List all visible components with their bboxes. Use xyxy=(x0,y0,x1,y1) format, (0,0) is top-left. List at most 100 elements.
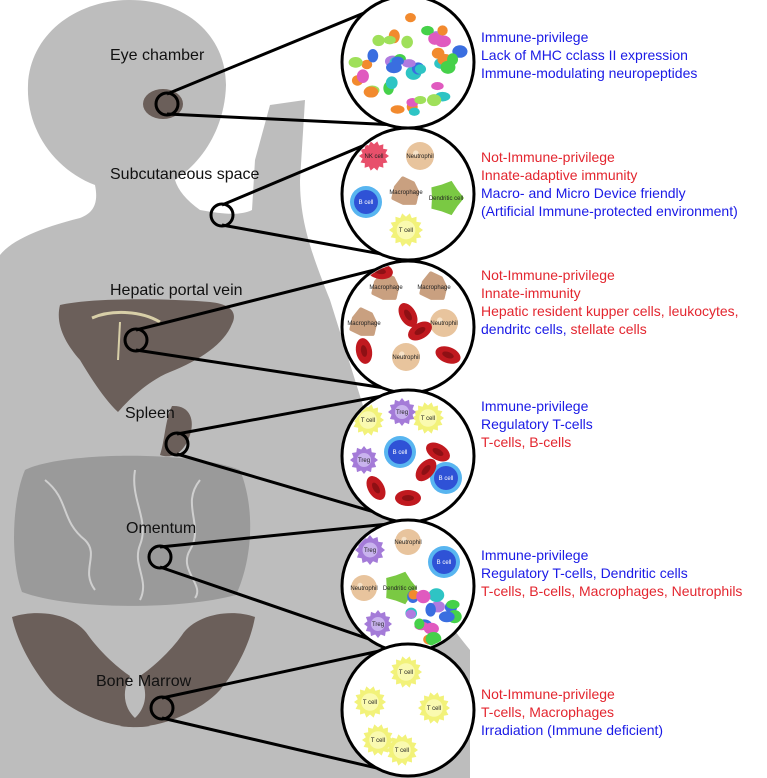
t-cell-label: T cell xyxy=(395,748,409,754)
description-line: Innate-adaptive immunity xyxy=(481,166,738,184)
description-line: T-cells, B-cells xyxy=(481,433,593,451)
b-cell: B cell xyxy=(428,546,460,578)
omentum-organ xyxy=(14,455,251,606)
connectors xyxy=(123,0,399,775)
description-line: Lack of MHC cclass II expression xyxy=(481,46,697,64)
particle xyxy=(367,49,379,63)
t-cell-label: T cell xyxy=(427,706,441,712)
connector-line xyxy=(166,0,399,96)
site-label-eye: Eye chamber xyxy=(110,47,205,64)
neutrophil: Neutrophil xyxy=(350,575,378,601)
b-cell: B cell xyxy=(350,186,382,218)
site-marker xyxy=(164,431,190,457)
macrophage-label: Macrophage xyxy=(389,190,423,196)
connector-line xyxy=(221,223,399,259)
description-text: Hepatic resident kupper cells, leukocyte… xyxy=(481,303,739,319)
connector-line xyxy=(159,565,399,651)
connector-line xyxy=(135,262,399,332)
b-cell-label: B cell xyxy=(393,450,408,456)
particle xyxy=(401,35,413,49)
particle xyxy=(434,35,451,48)
description-line: dendritc cells, stellate cells xyxy=(481,320,739,338)
particle xyxy=(437,25,448,36)
t-cell-label: T cell xyxy=(421,416,435,422)
treg-label: Treg xyxy=(364,548,376,554)
dendritic-cell: Dendritic cell xyxy=(429,180,464,216)
description-line: Not-Immune-privilege xyxy=(481,266,739,284)
description-text: Not-Immune-privilege xyxy=(481,686,615,702)
description-text: T-cells, B-cells xyxy=(481,434,572,450)
site-label-liver: Hepatic portal vein xyxy=(110,282,243,299)
particle xyxy=(425,602,436,617)
particle xyxy=(414,95,427,105)
description-line: Irradiation (Immune deficient) xyxy=(481,721,663,739)
t-cell: T cell xyxy=(390,656,422,688)
macrophage: Macrophage xyxy=(369,271,403,300)
connector-line xyxy=(161,645,399,700)
neutrophil: Neutrophil xyxy=(394,529,422,555)
particle xyxy=(431,82,444,91)
site-label-marrow: Bone Marrow xyxy=(96,673,192,690)
neutrophil: Neutrophil xyxy=(392,343,420,371)
particle xyxy=(414,618,425,630)
connector-line xyxy=(161,716,399,775)
red-blood-cell xyxy=(366,476,386,500)
description-line: Not-Immune-privilege xyxy=(481,148,738,166)
description-text: Not-Immune-privilege xyxy=(481,149,615,165)
red-blood-cell xyxy=(398,303,418,327)
b-cell-label: B cell xyxy=(359,200,374,206)
b-cell-label: B cell xyxy=(437,560,452,566)
particle xyxy=(427,94,442,107)
particle xyxy=(383,35,396,45)
description-line: Immune-privilege xyxy=(481,397,593,415)
t-cell: T cell xyxy=(418,692,450,724)
particle xyxy=(361,59,373,70)
red-blood-cell xyxy=(408,321,432,341)
red-blood-cell xyxy=(435,346,461,364)
t-cell: T cell xyxy=(389,213,423,247)
description-line: Immune-privilege xyxy=(481,28,697,46)
macrophage-label: Macrophage xyxy=(347,321,381,327)
t-cell-label: T cell xyxy=(399,670,413,676)
site-label-omentum: Omentum xyxy=(126,520,197,537)
description-line: T-cells, B-cells, Macrophages, Neutrophi… xyxy=(481,582,742,600)
description-text: Immune-privilege xyxy=(481,547,589,563)
site-marker xyxy=(147,544,173,570)
description-line: Hepatic resident kupper cells, leukocyte… xyxy=(481,302,739,320)
t-cell-label: T cell xyxy=(361,418,375,424)
site-marker xyxy=(209,202,235,228)
particle xyxy=(405,12,416,23)
macrophage: Macrophage xyxy=(347,307,381,336)
red-blood-cell xyxy=(426,442,450,462)
particle xyxy=(414,64,427,75)
neutrophil-label: Neutrophil xyxy=(350,586,377,592)
neutrophil: Neutrophil xyxy=(430,309,458,337)
description-line: Innate-immunity xyxy=(481,284,739,302)
b-cell: B cell xyxy=(384,436,416,468)
description-text: Immune-privilege xyxy=(481,29,589,45)
treg-label: Treg xyxy=(372,622,384,628)
description-text: Macro- and Micro Device friendly xyxy=(481,185,686,201)
pelvis-organ xyxy=(12,613,255,728)
site-marker xyxy=(149,695,175,721)
description-text: dendritc cells, xyxy=(481,321,567,337)
particle xyxy=(428,588,445,602)
particle xyxy=(348,57,363,68)
t-cell: T cell xyxy=(386,734,418,766)
particle xyxy=(425,631,442,646)
particle xyxy=(390,105,405,114)
t-cell: T cell xyxy=(354,686,386,718)
red-blood-cell xyxy=(415,458,437,482)
description-text: Innate-adaptive immunity xyxy=(481,167,638,183)
particle xyxy=(408,107,420,116)
neutrophil-label: Neutrophil xyxy=(406,154,433,160)
description-line: T-cells, Macrophages xyxy=(481,703,663,721)
